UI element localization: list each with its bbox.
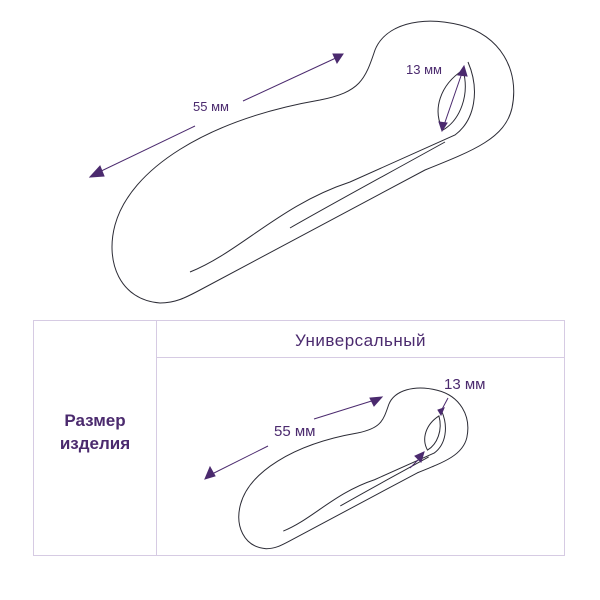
table-length-arrow — [204, 396, 384, 480]
table-divider-vertical — [156, 321, 157, 555]
table-divider-horizontal — [156, 357, 564, 358]
table-width-arrow — [409, 397, 449, 469]
top-width-label: 13 мм — [406, 62, 442, 77]
row-label-line2: изделия — [59, 434, 131, 453]
top-width-arrow — [438, 64, 468, 133]
top-length-label: 55 мм — [193, 99, 229, 114]
top-product-outline — [111, 20, 515, 304]
table-width-label: 13 мм — [444, 376, 486, 393]
row-label-product-size: Размер изделия — [34, 409, 156, 455]
table-header-universal: Универсальный — [294, 331, 426, 350]
row-label-line1: Размер — [64, 411, 126, 430]
top-length-arrow — [88, 53, 344, 178]
size-table: Универсальный Размер изделия — [33, 320, 565, 556]
table-length-label: 55 мм — [274, 423, 316, 440]
